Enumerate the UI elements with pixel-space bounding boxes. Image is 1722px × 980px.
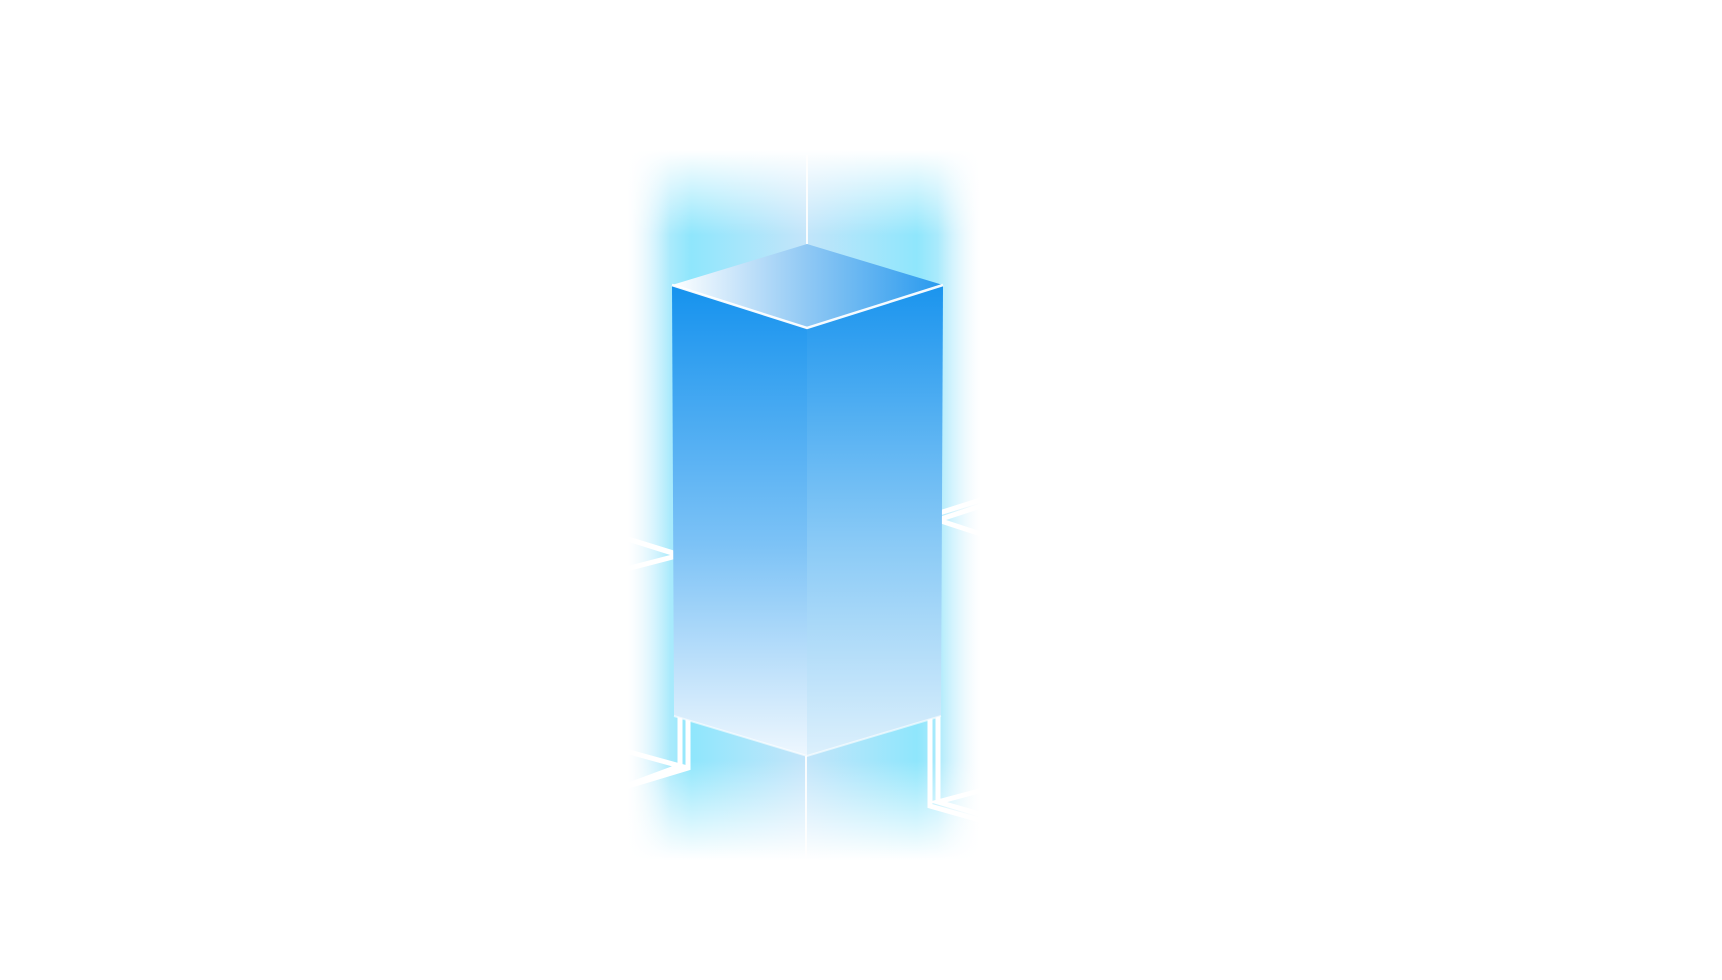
cuboid-right-face	[807, 285, 943, 756]
cuboid-left-face	[672, 285, 807, 756]
main-cuboid	[671, 244, 944, 758]
guide-lines	[805, 155, 808, 858]
cuboid-top-face	[672, 244, 943, 328]
